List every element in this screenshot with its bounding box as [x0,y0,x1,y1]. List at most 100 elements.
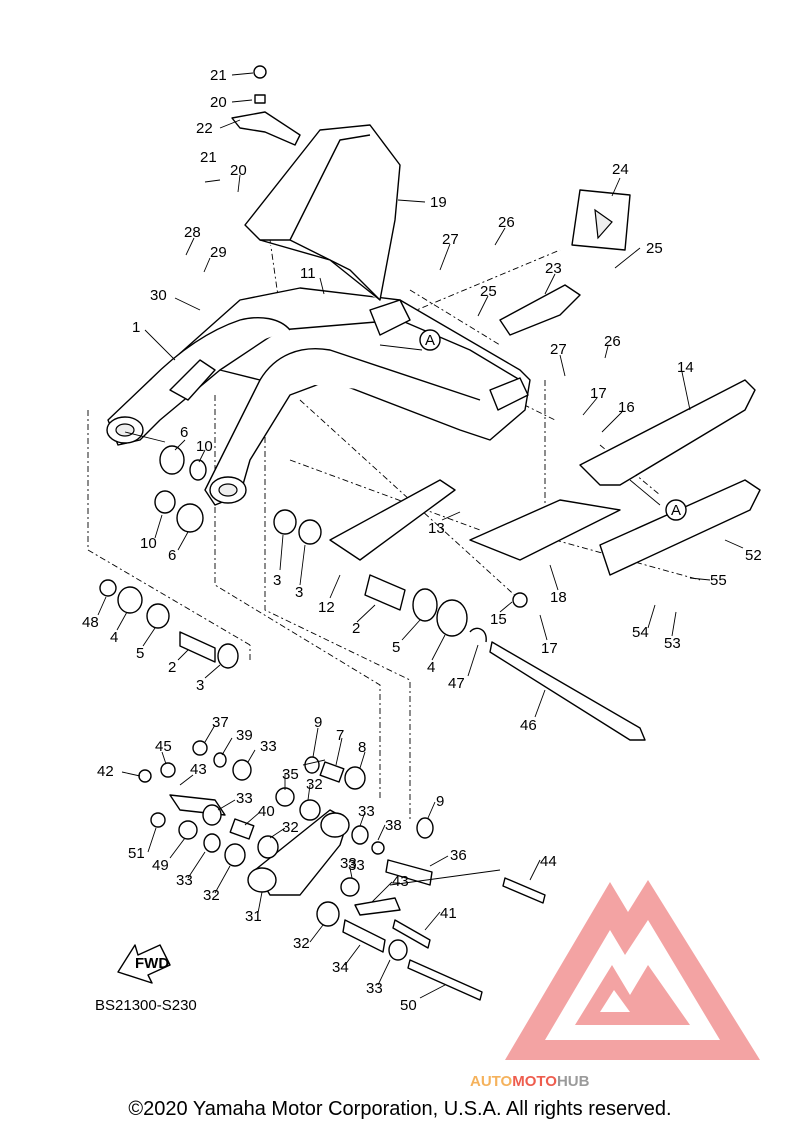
callout: 25 [646,240,663,257]
callout: 10 [140,535,157,552]
plate-24 [571,189,631,251]
callout: 7 [336,727,344,744]
callout: 27 [550,341,567,358]
callout: 43 [190,761,207,778]
callout: 46 [520,717,537,734]
callout: 3 [295,584,303,601]
callout: 24 [612,161,629,178]
callout: 5 [392,639,400,656]
callout: 32 [203,887,220,904]
callout: 32 [282,819,299,836]
callout: 10 [196,438,213,455]
callout: 55 [710,572,727,589]
callout: 22 [196,120,213,137]
callout: 17 [541,640,558,657]
callout: 25 [480,283,497,300]
callout: 9 [314,714,322,731]
pivot-parts [99,445,646,741]
callout: 33 [236,790,253,807]
callout: 53 [664,635,681,652]
automotohub-logo: AUTOMOTOHUB [470,880,760,1090]
callout: 4 [110,629,118,646]
callout: 33 [260,738,277,755]
callout: 9 [436,793,444,810]
callout: 14 [677,359,694,376]
reference-marker-a [665,499,687,521]
callout-labels: 21 20 22 21 20 19 24 26 27 25 28 29 23 1… [82,67,762,1014]
callout: 3 [196,677,204,694]
callout: A [425,332,435,349]
bracket-22 [231,65,301,146]
callout: 2 [168,659,176,676]
callout: 30 [150,287,167,304]
callout: 27 [442,231,459,248]
callout: 33 [348,857,365,874]
logo-text-auto: AUTO [470,1073,513,1090]
callout: 6 [168,547,176,564]
callout: 47 [448,675,465,692]
callout: 26 [604,333,621,350]
callout: A [671,502,681,519]
callout: 8 [358,739,366,756]
diagram-reference-code: BS21300-S230 [95,997,197,1014]
callout: 32 [306,776,323,793]
callout: 15 [490,611,507,628]
logo-text-hub: HUB [557,1073,590,1090]
callout: 20 [230,162,247,179]
callout: 5 [136,645,144,662]
callout: 33 [366,980,383,997]
callout: 42 [97,763,114,780]
callout: 49 [152,857,169,874]
callout: 26 [498,214,515,231]
callout: 48 [82,614,99,631]
callout: 36 [450,847,467,864]
fwd-arrow: FWD [117,944,171,984]
callout: 35 [282,766,299,783]
callout: 50 [400,997,417,1014]
callout: 37 [212,714,229,731]
leader-lines [97,72,744,999]
callout: 32 [293,935,310,952]
callout: 29 [210,244,227,261]
callout: 2 [352,620,360,637]
callout: 33 [176,872,193,889]
callout: 21 [210,67,227,84]
callout: 52 [745,547,762,564]
callout: 11 [300,265,316,282]
callout: 6 [180,424,188,441]
callout: 21 [200,149,217,166]
callout: 4 [427,659,435,676]
callout: 20 [210,94,227,111]
callout: 33 [358,803,375,820]
callout: 17 [590,385,607,402]
callout: 38 [385,817,402,834]
callout: 34 [332,959,349,976]
callout: 51 [128,845,145,862]
logo-text: AUTOMOTOHUB [470,1073,590,1090]
callout: 40 [258,803,275,820]
callout: 13 [428,520,445,537]
callout: 31 [245,908,262,925]
reference-marker-a [419,329,441,351]
callout: 16 [618,399,635,416]
mudguard [244,124,401,301]
callout: 1 [132,319,140,336]
fwd-label: FWD [135,955,169,972]
callout: 41 [440,905,457,922]
callout: 39 [236,727,253,744]
callout: 45 [155,738,172,755]
callout: 23 [545,260,562,277]
copyright-notice: ©2020 Yamaha Motor Corporation, U.S.A. A… [128,1098,672,1120]
callout: 18 [550,589,567,606]
callout: 54 [632,624,649,641]
linkage [138,740,546,1001]
callout: 19 [430,194,447,211]
callout: 28 [184,224,201,241]
callout: 33 [340,855,357,872]
callout: 12 [318,599,335,616]
bracket-23 [499,284,581,336]
callout: 3 [273,572,281,589]
logo-text-moto: MOTO [512,1073,557,1090]
chain-case [469,379,761,576]
